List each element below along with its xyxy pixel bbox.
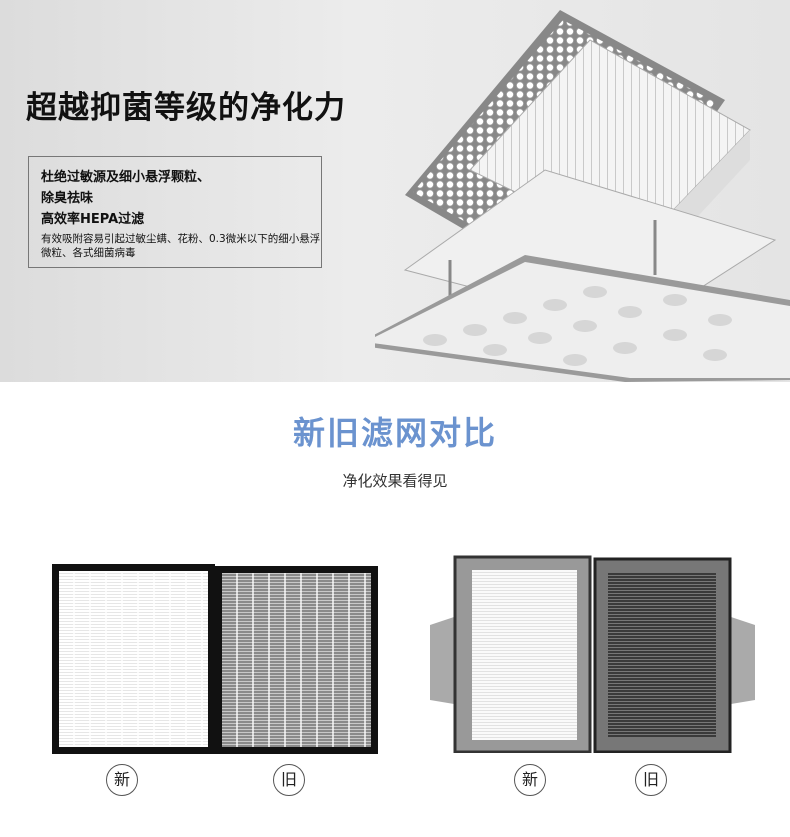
filter-unit-photo bbox=[430, 555, 755, 753]
feature-2: 除臭祛味 bbox=[41, 191, 94, 206]
feature-description: 有效吸附容易引起过敏尘螨、花粉、0.3微米以下的细小悬浮微粒、各式细菌病毒 bbox=[41, 233, 321, 259]
feature-box: 杜绝过敏源及细小悬浮颗粒、 除臭祛味 高效率HEPA过滤 有效吸附容易引起过敏尘… bbox=[28, 156, 322, 268]
hero-title: 超越抑菌等级的净化力 bbox=[26, 90, 346, 126]
feature-1: 杜绝过敏源及细小悬浮颗粒、 bbox=[41, 170, 211, 185]
new-label-2: 新 bbox=[514, 764, 546, 796]
comparison-heading: 新旧滤网对比 bbox=[292, 414, 497, 452]
hero-banner: 超越抑菌等级的净化力 杜绝过敏源及细小悬浮颗粒、 除臭祛味 高效率HEPA过滤 … bbox=[0, 0, 790, 382]
filter-layers-illustration bbox=[375, 10, 790, 382]
new-label: 新 bbox=[106, 764, 138, 796]
feature-3: 高效率HEPA过滤 bbox=[41, 212, 145, 227]
old-label-2: 旧 bbox=[635, 764, 667, 796]
old-label: 旧 bbox=[273, 764, 305, 796]
comparison-subheading: 净化效果看得见 bbox=[342, 472, 448, 490]
new-filter-image bbox=[52, 564, 215, 754]
old-filter-image bbox=[215, 566, 378, 754]
